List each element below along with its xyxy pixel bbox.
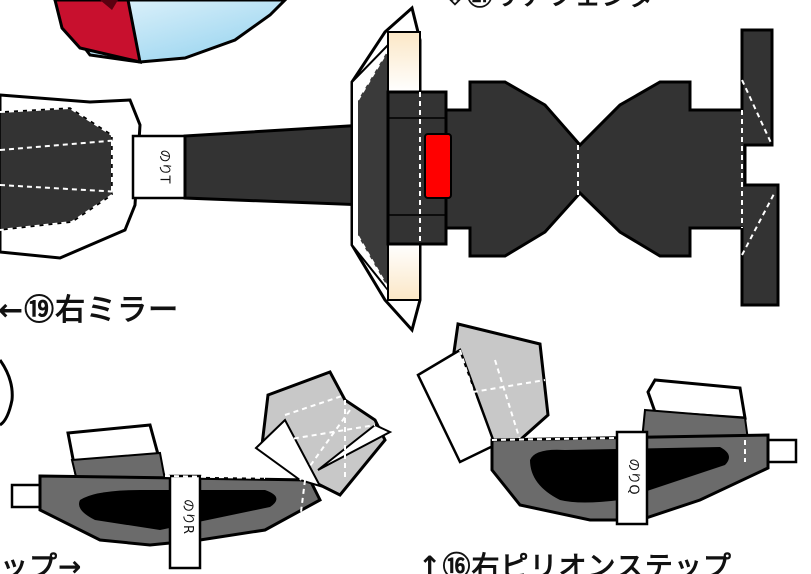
left-step-paste-tab-label: のりR	[180, 498, 196, 535]
right-mirror-label: ←⑲右ミラー	[0, 293, 180, 328]
right-step-paste-tab-label: のりQ	[625, 458, 641, 495]
right-pillion-step-label: ↑⑯右ピリオンステップ	[418, 550, 732, 574]
rear-fender-label: ⇩㉑リアフェンダ	[444, 0, 656, 10]
upper-left-part-fragment	[53, 0, 288, 64]
mirror-paste-tab-label: のりT	[156, 149, 172, 184]
left-pillion-step-part	[10, 370, 393, 570]
edge-bracket	[0, 359, 14, 427]
right-mirror-part	[0, 93, 367, 260]
left-pillion-step-label: ップ→	[0, 550, 83, 574]
rear-fender-part	[350, 5, 780, 334]
right-pillion-step-part	[416, 322, 798, 526]
